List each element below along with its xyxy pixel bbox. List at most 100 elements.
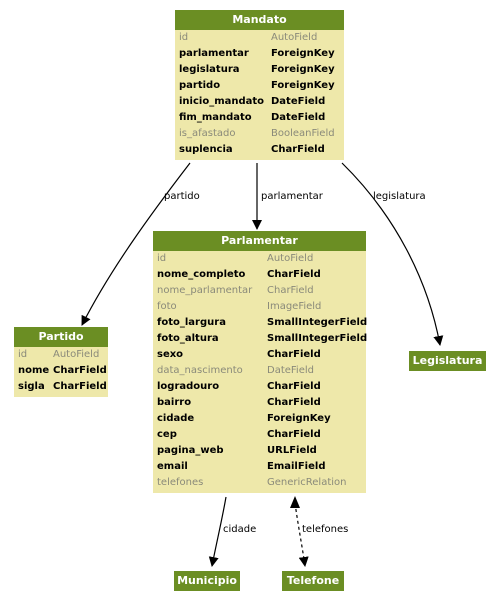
field-name: suplencia — [179, 144, 233, 155]
field-type: CharField — [267, 429, 321, 440]
field-name: legislatura — [179, 64, 240, 75]
field-type: GenericRelation — [267, 477, 347, 488]
field-type: ForeignKey — [271, 80, 335, 91]
field-type: CharField — [267, 381, 321, 392]
edge-label-telefones: telefones — [302, 524, 348, 535]
edge-partido — [81, 162, 191, 326]
field-row: email EmailField — [153, 459, 366, 475]
field-row: cep CharField — [153, 427, 366, 443]
field-name: bairro — [157, 397, 192, 408]
field-type: CharField — [267, 269, 321, 280]
field-name: nome — [18, 365, 50, 376]
edge-label-cidade: cidade — [223, 524, 256, 535]
field-name: email — [157, 461, 188, 472]
field-name: id — [157, 253, 167, 264]
field-name: foto — [157, 301, 177, 312]
edge-label-parlamentar: parlamentar — [261, 191, 324, 202]
field-type: AutoField — [267, 253, 314, 264]
field-type: DateField — [271, 112, 326, 123]
field-name: nome_completo — [157, 269, 246, 280]
field-type: CharField — [267, 397, 321, 408]
field-name: nome_parlamentar — [157, 285, 253, 296]
field-type: CharField — [267, 349, 321, 360]
field-type: URLField — [267, 445, 317, 456]
field-name: data_nascimento — [157, 365, 243, 376]
edge-label-legislatura: legislatura — [373, 191, 426, 202]
field-row: legislatura ForeignKey — [175, 62, 344, 78]
edge-telefones-arrow-up — [290, 496, 300, 508]
field-type: SmallIntegerField — [267, 317, 368, 328]
field-row: bairro CharField — [153, 395, 366, 411]
model-municipio[interactable]: Municipio — [174, 571, 240, 591]
field-row: parlamentar ForeignKey — [175, 46, 344, 62]
field-type: EmailField — [267, 461, 326, 472]
model-legislatura[interactable]: Legislatura — [409, 351, 486, 371]
field-name: pagina_web — [157, 445, 224, 456]
field-name: sexo — [157, 349, 184, 360]
model-telefone[interactable]: Telefone — [282, 571, 344, 591]
field-type: AutoField — [53, 349, 100, 360]
field-row: foto_altura SmallIntegerField — [153, 331, 368, 347]
edge-telefones — [294, 502, 309, 567]
field-type: DateField — [267, 365, 314, 376]
field-type: SmallIntegerField — [267, 333, 368, 344]
field-name: foto_altura — [157, 333, 219, 344]
field-row: id AutoField — [175, 30, 344, 46]
edge-cidade — [208, 496, 227, 567]
field-row: fim_mandato DateField — [175, 110, 344, 126]
field-name: telefones — [157, 477, 204, 488]
field-name: cep — [157, 429, 177, 440]
field-row: nome_completo CharField — [153, 267, 366, 283]
field-type: AutoField — [271, 32, 318, 43]
field-type: CharField — [53, 381, 107, 392]
field-row: partido ForeignKey — [175, 78, 344, 94]
field-type: ForeignKey — [271, 48, 335, 59]
edge-label-partido: partido — [164, 191, 200, 202]
field-row: id AutoField — [153, 251, 366, 267]
field-row: sigla CharField — [14, 379, 108, 395]
field-name: cidade — [157, 413, 195, 424]
field-name: sigla — [18, 381, 45, 392]
field-row: foto_largura SmallIntegerField — [153, 315, 368, 331]
field-row: data_nascimento DateField — [153, 363, 366, 379]
field-row: inicio_mandato DateField — [175, 94, 344, 110]
field-type: CharField — [53, 365, 107, 376]
field-row: id AutoField — [14, 347, 108, 363]
field-name: partido — [179, 80, 221, 91]
model-parlamentar-title: Parlamentar — [153, 231, 366, 251]
field-name: fim_mandato — [179, 112, 252, 123]
field-type: DateField — [271, 96, 326, 107]
field-type: CharField — [267, 285, 314, 296]
field-name: inicio_mandato — [179, 96, 265, 107]
field-name: is_afastado — [179, 128, 236, 139]
field-type: ForeignKey — [271, 64, 335, 75]
field-row: is_afastado BooleanField — [175, 126, 344, 142]
field-row: cidade ForeignKey — [153, 411, 366, 427]
field-row: logradouro CharField — [153, 379, 366, 395]
field-name: id — [179, 32, 189, 43]
field-name: logradouro — [157, 381, 220, 392]
field-row: nome_parlamentar CharField — [153, 283, 366, 299]
field-type: ForeignKey — [267, 413, 331, 424]
field-row: sexo CharField — [153, 347, 366, 363]
field-row: pagina_web URLField — [153, 443, 366, 459]
field-type: CharField — [271, 144, 325, 155]
model-partido-title: Partido — [14, 327, 108, 347]
field-name: id — [18, 349, 28, 360]
model-mandato-title: Mandato — [175, 10, 344, 30]
field-name: parlamentar — [179, 48, 249, 59]
field-type: BooleanField — [271, 128, 335, 139]
field-row: foto ImageField — [153, 299, 366, 315]
field-name: foto_largura — [157, 317, 226, 328]
field-row: suplencia CharField — [175, 142, 344, 158]
edge-legislatura — [341, 162, 444, 346]
field-type: ImageField — [267, 301, 322, 312]
